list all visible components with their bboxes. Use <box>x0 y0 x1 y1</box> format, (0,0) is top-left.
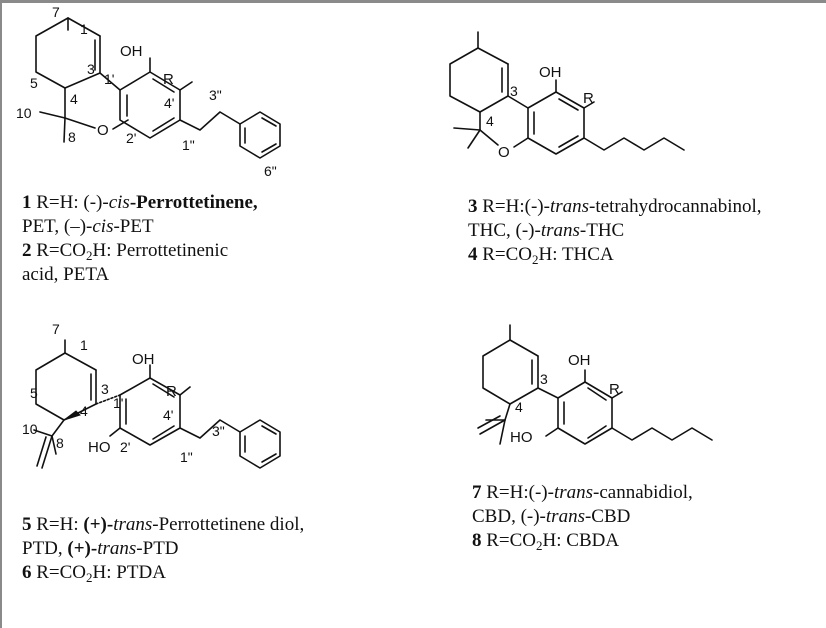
atom-number-2p: 2' <box>126 130 136 146</box>
atom-number-1p: 1' <box>113 395 123 411</box>
atom-number-6pp: 6" <box>264 163 277 179</box>
atom-number-3: 3 <box>101 381 109 397</box>
atom-number-8: 8 <box>68 129 76 145</box>
o-label: O <box>498 144 510 161</box>
caption-compound-5: 5 R=H: (+)-trans-Perrottetinene diol, <box>22 514 305 535</box>
r-label: R <box>166 383 177 400</box>
atom-number-10: 10 <box>22 421 38 437</box>
r-label: R <box>163 71 174 88</box>
atom-number-3: 3 <box>510 83 518 99</box>
atom-number-7: 7 <box>52 4 60 20</box>
atom-number-3pp: 3" <box>212 423 225 439</box>
atom-number-4: 4 <box>486 113 494 129</box>
caption-compound-1: 1 R=H: (-)-cis-Perrottetinene, <box>22 192 258 213</box>
r-label: R <box>583 90 594 107</box>
atom-number-3: 3 <box>87 61 95 77</box>
atom-number-5: 5 <box>30 385 38 401</box>
atom-number-4p: 4' <box>164 95 174 111</box>
structure-thc: OH R O 3 4 <box>449 31 685 161</box>
r-label: R <box>609 381 620 398</box>
atom-number-1pp: 1" <box>180 449 193 465</box>
structure-ptd: OH R HO 7 1 5 3 1' 4 10 8 2' 4' 1" 3" <box>22 321 281 469</box>
atom-number-2p: 2' <box>120 439 130 455</box>
caption-compound-2: 2 R=CO2H: Perrottetinenic <box>22 240 229 263</box>
structure-cbd: OH R HO 3 4 <box>477 324 713 446</box>
atom-number-1: 1 <box>80 21 88 37</box>
oh-label: OH <box>568 352 591 369</box>
caption-compound-5-abbr: PTD, (+)-trans-PTD <box>22 538 179 559</box>
atom-number-4p: 4' <box>163 407 173 423</box>
ho-label: HO <box>88 439 111 456</box>
atom-number-3: 3 <box>540 371 548 387</box>
atom-number-4: 4 <box>515 399 523 415</box>
structure-pet: OH R O 7 1 3 1' 5 4 10 8 2' 4' 1" 3" 6" <box>16 4 281 179</box>
atom-number-10: 10 <box>16 105 32 121</box>
ho-label: HO <box>510 429 533 446</box>
oh-label: OH <box>539 64 562 81</box>
atom-number-1p: 1' <box>104 71 114 87</box>
caption-compound-3: 3 R=H:(-)-trans-tetrahydrocannabinol, <box>468 196 762 217</box>
atom-number-1: 1 <box>80 337 88 353</box>
atom-number-7: 7 <box>52 321 60 337</box>
atom-number-4: 4 <box>70 91 78 107</box>
o-label: O <box>97 122 109 139</box>
caption-compound-7-abbr: CBD, (-)-trans-CBD <box>472 506 631 527</box>
atom-number-4: 4 <box>80 403 88 419</box>
caption-compound-4: 4 R=CO2H: THCA <box>468 244 614 267</box>
atom-number-8: 8 <box>56 435 64 451</box>
caption-compound-6: 6 R=CO2H: PTDA <box>22 562 166 585</box>
atom-number-3pp: 3" <box>209 87 222 103</box>
caption-compound-1-abbr: PET, (–)-cis-PET <box>22 216 154 237</box>
atom-number-1pp: 1" <box>182 137 195 153</box>
caption-compound-2-abbr: acid, PETA <box>22 264 110 285</box>
caption-compound-3-abbr: THC, (-)-trans-THC <box>468 220 625 241</box>
atom-number-5: 5 <box>30 75 38 91</box>
caption-compound-8: 8 R=CO2H: CBDA <box>472 530 620 553</box>
caption-compound-7: 7 R=H:(-)-trans-cannabidiol, <box>472 482 693 503</box>
oh-label: OH <box>132 351 155 368</box>
oh-label: OH <box>120 43 143 60</box>
